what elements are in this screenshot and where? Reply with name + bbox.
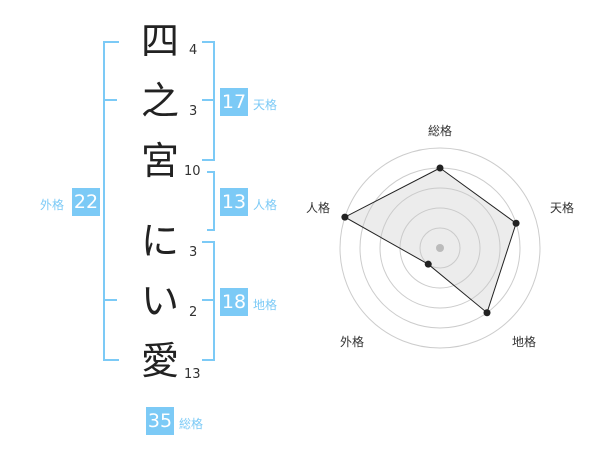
gaikaku-tick-upper xyxy=(103,99,117,101)
chikaku-bracket xyxy=(202,241,215,361)
tenkaku-bracket xyxy=(202,41,215,161)
stroke-count-2: 3 xyxy=(189,104,198,119)
tenkaku-tick xyxy=(202,99,213,101)
radar-point-1 xyxy=(436,164,444,172)
soukaku-label: 総格 xyxy=(179,417,204,431)
stroke-count-6: 13 xyxy=(184,367,201,382)
name-char-6: 愛 xyxy=(140,339,179,383)
radar-ring-5 xyxy=(339,147,541,349)
jinkaku-value: 13 xyxy=(220,188,248,216)
radar-ring-1 xyxy=(419,227,461,269)
radar-point-3 xyxy=(483,309,491,317)
chikaku-label: 地格 xyxy=(253,298,278,312)
soukaku-value: 35 xyxy=(146,407,174,435)
radar-ring-3 xyxy=(379,187,501,309)
axis-label-jinkaku: 人格 xyxy=(306,200,330,215)
tenkaku-label: 天格 xyxy=(253,98,278,112)
gaikaku-bracket xyxy=(103,41,119,361)
radar-point-4 xyxy=(424,260,432,268)
jinkaku-label: 人格 xyxy=(253,198,278,212)
name-char-5: い xyxy=(140,279,179,323)
name-char-2: 之 xyxy=(140,79,179,123)
radar-points xyxy=(341,164,520,317)
radar-point-5 xyxy=(341,213,349,221)
gaikaku-value: 22 xyxy=(72,188,100,216)
radar-polygon xyxy=(343,167,517,314)
name-char-3: 宮 xyxy=(140,139,179,183)
stroke-count-4: 3 xyxy=(189,245,198,260)
name-char-4: に xyxy=(140,219,179,263)
axis-label-chikaku: 地格 xyxy=(512,334,536,349)
tenkaku-value: 17 xyxy=(220,88,248,116)
gaikaku-label: 外格 xyxy=(40,198,65,212)
axis-label-soukaku: 総格 xyxy=(428,123,452,138)
axis-label-gaikaku: 外格 xyxy=(340,334,364,349)
stroke-count-1: 4 xyxy=(189,43,198,58)
radar-center xyxy=(436,244,444,252)
axis-label-tenkaku: 天格 xyxy=(550,200,574,215)
jinkaku-bracket xyxy=(207,171,215,231)
name-char-1: 四 xyxy=(140,19,179,63)
stroke-count-3: 10 xyxy=(184,164,201,179)
stroke-count-5: 2 xyxy=(189,305,198,320)
chikaku-value: 18 xyxy=(220,288,248,316)
radar-point-2 xyxy=(512,219,520,227)
chikaku-tick xyxy=(202,299,213,301)
gaikaku-tick-lower xyxy=(103,299,117,301)
